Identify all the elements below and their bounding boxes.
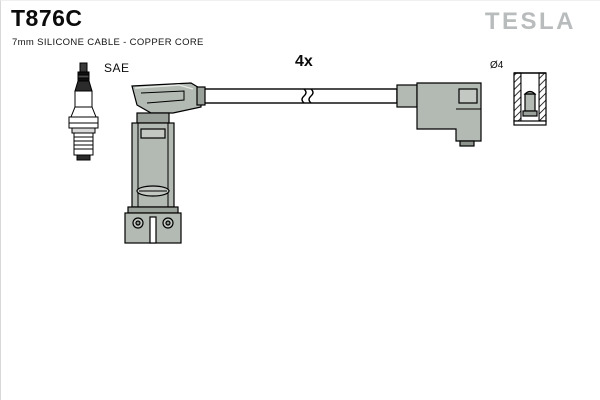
- part-description: 7mm SILICONE CABLE - COPPER CORE: [12, 37, 204, 48]
- left-connector-boot: [124, 82, 202, 244]
- sae-label: SAE: [104, 61, 130, 75]
- terminal-sleeve-section: [513, 72, 547, 126]
- page-title: T876C: [11, 5, 83, 31]
- diameter-label: Ø4: [490, 60, 504, 71]
- quantity-label: 4x: [295, 53, 313, 70]
- brand-logo: TESLA: [484, 8, 576, 35]
- right-connector-boot: [416, 82, 482, 147]
- spark-plug-icon: [68, 62, 99, 161]
- ignition-cable: [196, 84, 418, 108]
